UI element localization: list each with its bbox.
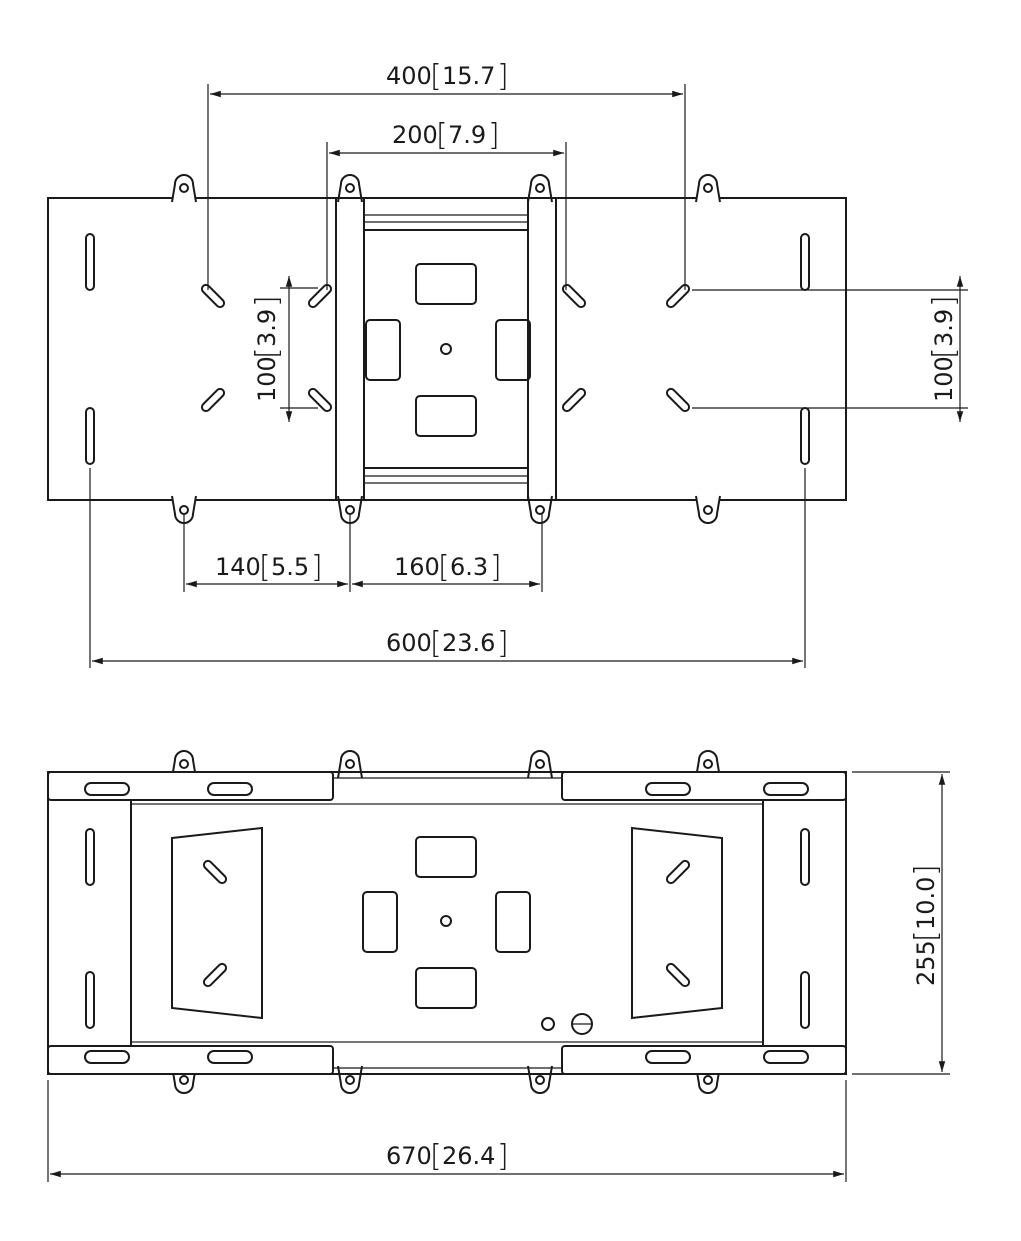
svg-text:[: [ [250, 347, 285, 359]
dimension-mm: 140 [215, 553, 261, 581]
svg-text:[: [ [436, 118, 448, 153]
svg-text:]: ] [497, 626, 509, 661]
dimension-140: 140 [ 5.5 ] [183, 514, 351, 592]
dimension-inch: 5.5 [271, 553, 309, 581]
slot [560, 386, 588, 414]
svg-text:]: ] [927, 295, 962, 307]
svg-text:]: ] [488, 118, 500, 153]
slot [85, 407, 95, 465]
svg-text:[: [ [909, 930, 944, 942]
lug [527, 750, 553, 779]
dimension-mm: 670 [386, 1142, 432, 1170]
dimension-mm: 200 [392, 121, 438, 149]
dimension-200: 200 [ 7.9 ] [326, 118, 567, 290]
right-clamp-plate [631, 826, 723, 1020]
center-bracket [335, 197, 557, 501]
dimension-inch: 3.9 [930, 309, 958, 347]
slot [800, 233, 810, 291]
svg-text:[: [ [430, 626, 442, 661]
dimension-100-left: 100 [ 3.9 ] [250, 276, 318, 422]
slot [199, 282, 227, 310]
slot [199, 386, 227, 414]
dimension-inch: 26.4 [442, 1142, 495, 1170]
svg-text:[: [ [438, 550, 450, 585]
left-clamp-plate [171, 826, 263, 1020]
top-plate-outline [47, 197, 847, 501]
dimension-670: 670 [ 26.4 ] [47, 1080, 847, 1182]
slot [306, 386, 334, 414]
dimension-600: 600 [ 23.6 ] [89, 468, 806, 668]
slot [664, 282, 692, 310]
bottom-plate-outline [47, 771, 847, 1075]
dimension-mm: 160 [394, 553, 440, 581]
dimension-inch: 6.3 [450, 553, 488, 581]
dimension-inch: 23.6 [442, 629, 495, 657]
dimension-160: 160 [ 6.3 ] [352, 514, 543, 592]
lug [695, 495, 721, 524]
slot [800, 407, 810, 465]
slot [560, 282, 588, 310]
lug [337, 1065, 363, 1094]
bottom-view: 255 [ 10.0 ] 670 [ 26.4 ] [47, 750, 950, 1182]
dimension-mm: 100 [253, 356, 281, 402]
lug [337, 750, 363, 779]
dimension-mm: 100 [930, 356, 958, 402]
slot [306, 282, 334, 310]
svg-text:]: ] [490, 550, 502, 585]
svg-text:[: [ [430, 59, 442, 94]
slot [85, 233, 95, 291]
svg-text:]: ] [250, 295, 285, 307]
dimension-255: 255 [ 10.0 ] [852, 771, 950, 1075]
top-view: 400 [ 15.7 ] 200 [ 7.9 ] 100 [ 3.9 ] [47, 59, 968, 668]
dimension-inch: 10.0 [912, 877, 940, 930]
svg-text:]: ] [497, 59, 509, 94]
dimension-inch: 3.9 [253, 309, 281, 347]
dimension-inch: 15.7 [442, 62, 495, 90]
svg-text:[: [ [259, 550, 271, 585]
lug [171, 174, 197, 203]
svg-text:]: ] [909, 864, 944, 876]
dimension-100-right: 100 [ 3.9 ] [692, 276, 968, 422]
dimension-mm: 400 [386, 62, 432, 90]
dimension-mm: 600 [386, 629, 432, 657]
svg-text:[: [ [927, 347, 962, 359]
svg-text:[: [ [430, 1139, 442, 1174]
dimension-mm: 255 [912, 940, 940, 986]
svg-text:]: ] [311, 550, 323, 585]
dimension-inch: 7.9 [448, 121, 486, 149]
lug [527, 1065, 553, 1094]
lug [695, 174, 721, 203]
slot [664, 386, 692, 414]
svg-text:]: ] [497, 1139, 509, 1174]
dimension-400: 400 [ 15.7 ] [207, 59, 686, 290]
